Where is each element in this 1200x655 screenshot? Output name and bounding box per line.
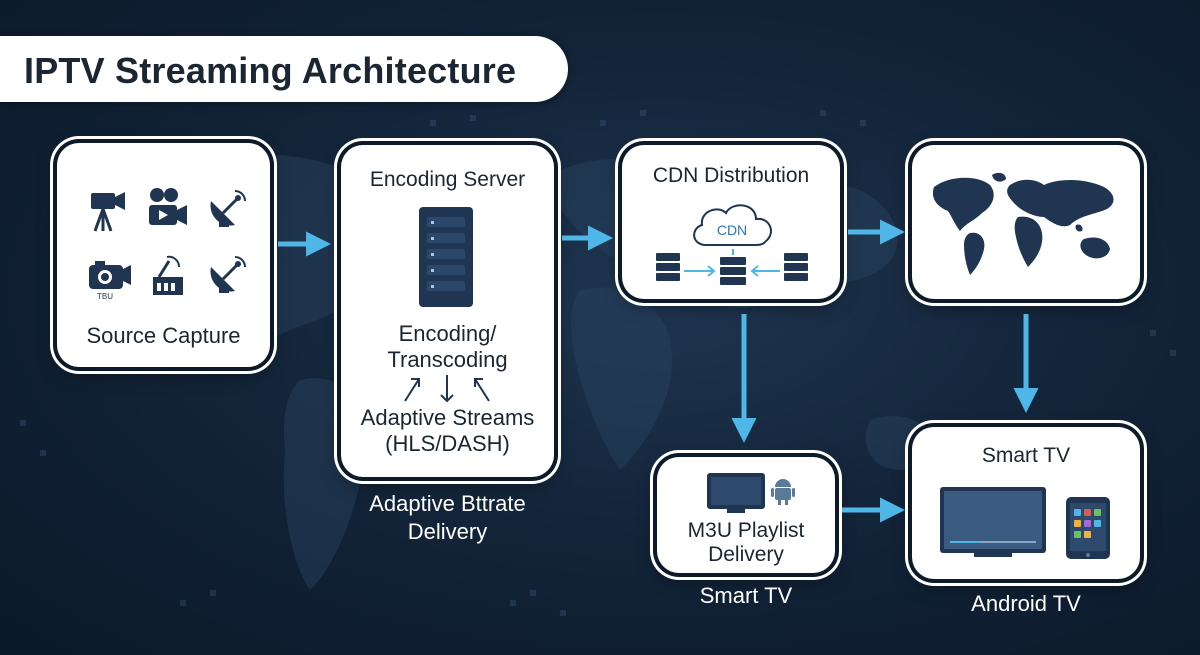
smart-tv-card: Smart TV — [912, 427, 1140, 579]
tablet-icon — [1066, 497, 1110, 559]
stream-arrows-icon — [404, 375, 490, 403]
encoding-server-card: Encoding Server Encoding/ Transcoding Ad… — [341, 145, 554, 477]
cdn-network-icon — [656, 249, 808, 285]
page-title: IPTV Streaming Architecture — [24, 50, 517, 91]
tv-icon — [707, 473, 765, 513]
m3u-playlist-label: M3U Playlist Delivery — [687, 519, 805, 566]
encoding-server-title: Encoding Server — [369, 168, 526, 191]
source-capture-label: Source Capture — [86, 323, 241, 348]
m3u-smart-tv-label: Smart TV — [699, 583, 793, 608]
cloud-icon: CDN — [693, 204, 772, 246]
android-icon — [771, 479, 795, 505]
global-reach-card — [912, 145, 1140, 299]
cdn-title: CDN Distribution — [652, 164, 810, 187]
satellite-dish-icon — [210, 256, 246, 293]
title-banner: IPTV Streaming Architecture — [0, 36, 568, 102]
android-tv-label: Android TV — [971, 591, 1081, 616]
server-rack-icon — [419, 207, 473, 307]
cdn-distribution-card: CDN Distribution CDN — [622, 145, 840, 299]
camera-icon: TBU — [89, 261, 131, 301]
cdn-cloud-label: CDN — [717, 222, 747, 238]
tv-icon — [940, 487, 1046, 557]
satellite-dish-icon — [210, 190, 246, 227]
m3u-playlist-card: M3U Playlist Delivery — [657, 457, 835, 573]
smart-tv-title: Smart TV — [981, 444, 1071, 467]
source-capture-card: TBU Source Capture — [57, 143, 270, 367]
adaptive-bitrate-label: Adaptive Bttrate Delivery — [369, 491, 526, 544]
world-map-icon — [932, 172, 1114, 275]
encoding-process-label: Encoding/ Transcoding — [387, 321, 508, 372]
antenna-box-icon — [153, 255, 183, 295]
camera-small-text: TBU — [97, 292, 113, 301]
adaptive-streams-label: Adaptive Streams (HLS/DASH) — [360, 405, 535, 456]
camcorder-icon — [149, 188, 187, 225]
video-camera-icon — [91, 192, 125, 232]
